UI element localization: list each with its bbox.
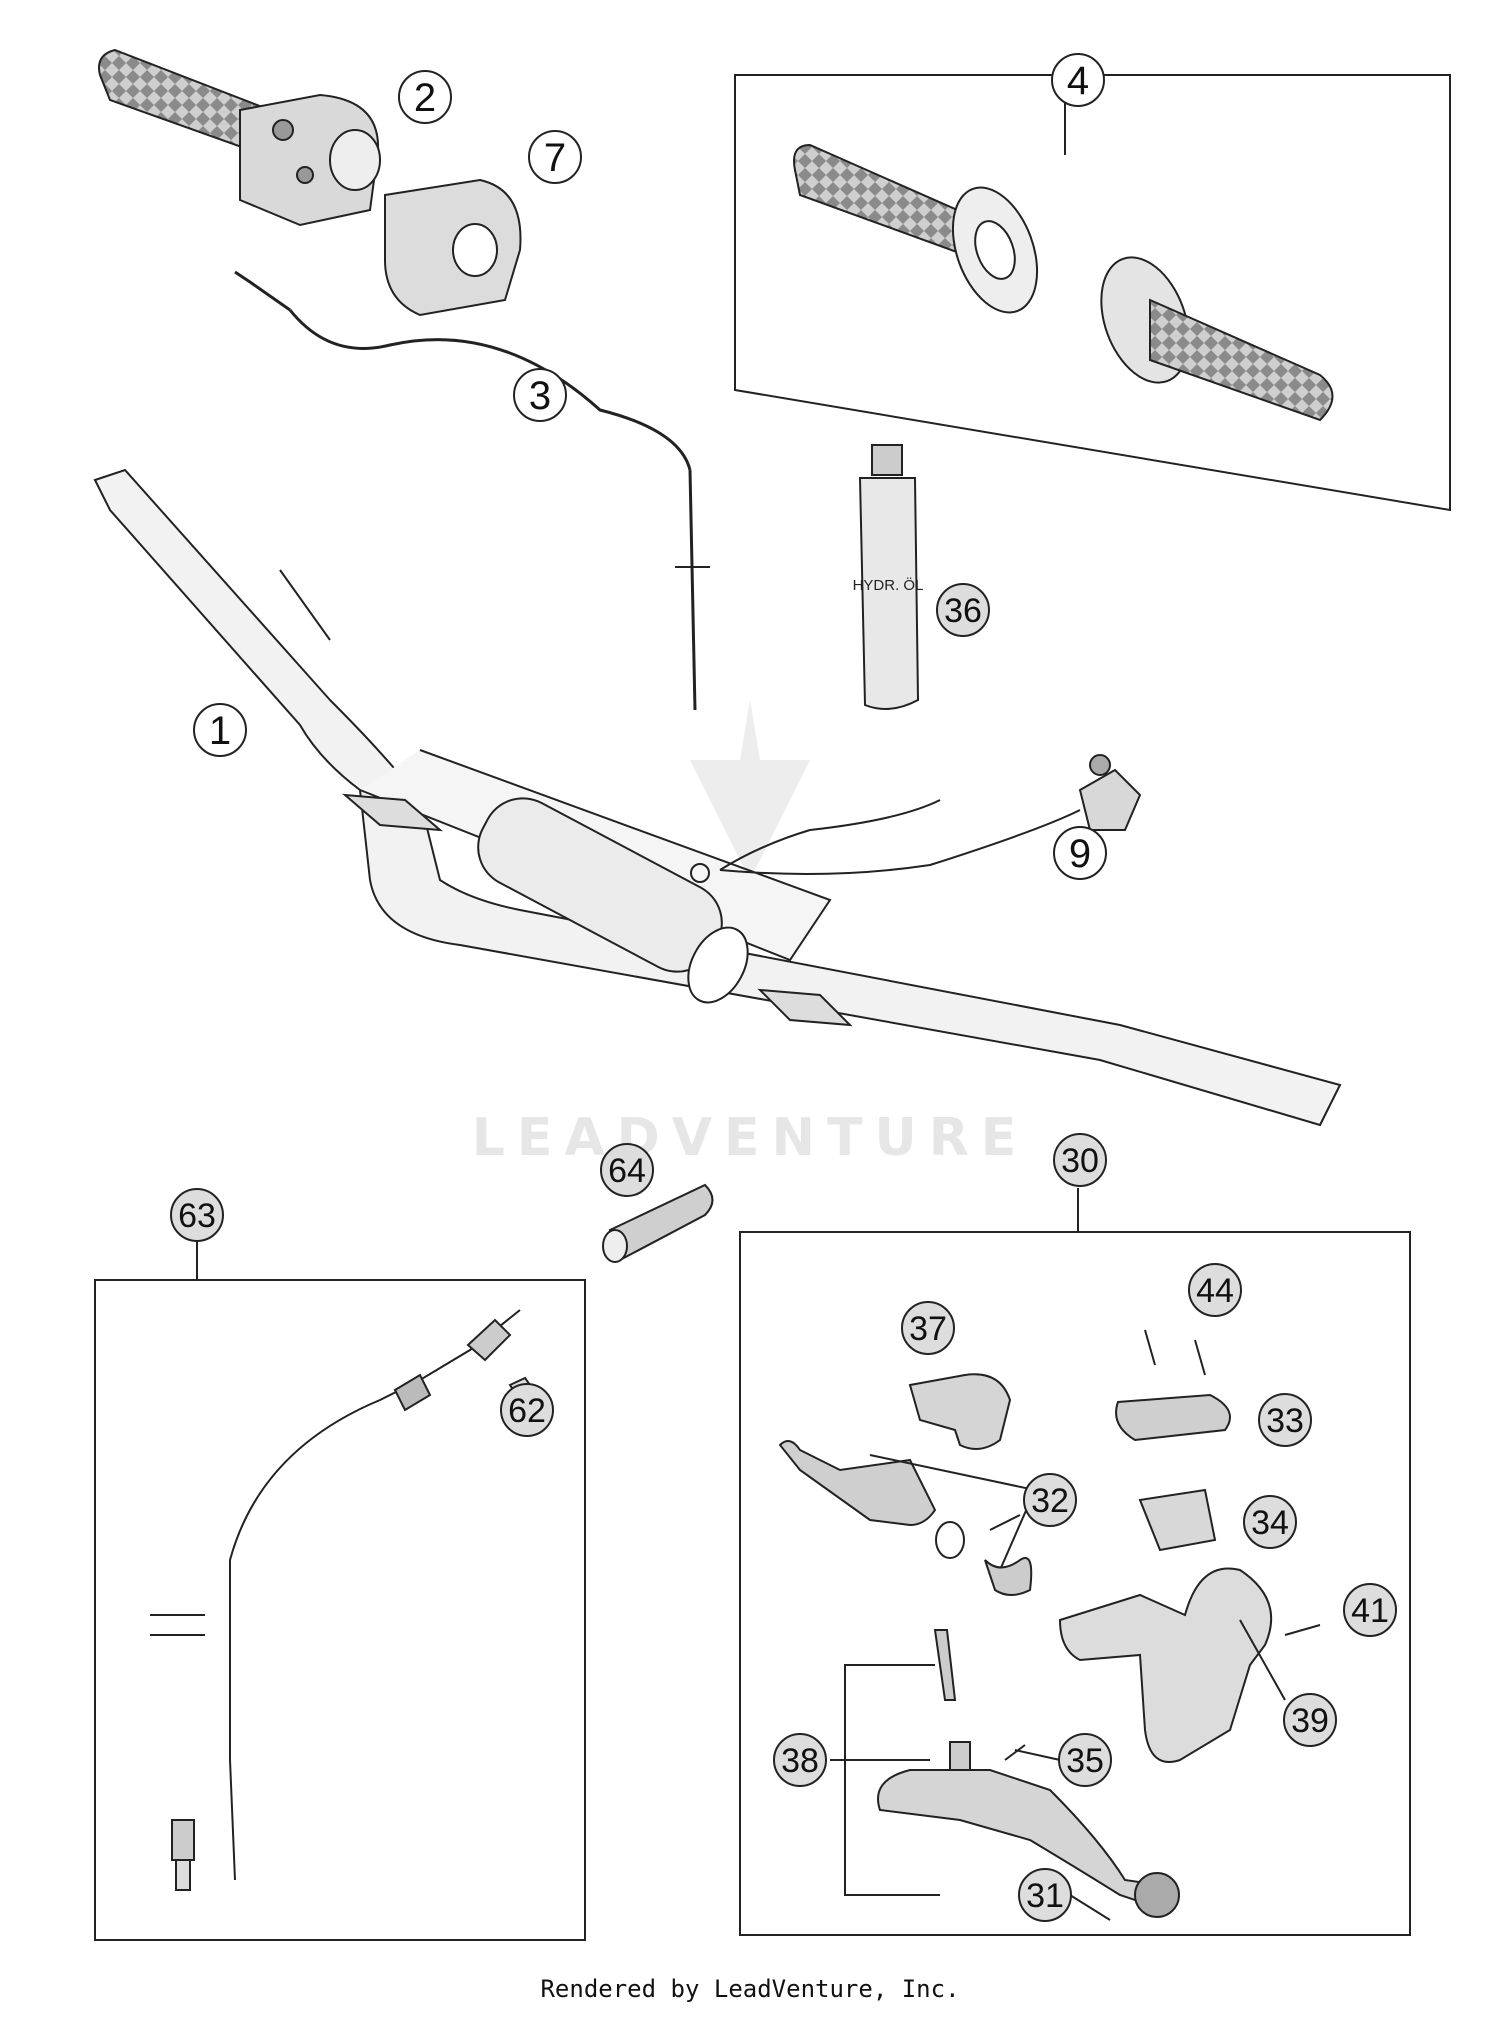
callout-41: 41: [1343, 1583, 1397, 1637]
callout-3: 3: [513, 368, 567, 422]
svg-text:62: 62: [508, 1392, 546, 1430]
svg-text:39: 39: [1291, 1702, 1329, 1740]
callout-63: 63: [170, 1188, 224, 1242]
svg-text:1: 1: [209, 709, 231, 753]
svg-text:32: 32: [1031, 1482, 1069, 1520]
callout-44: 44: [1188, 1263, 1242, 1317]
callout-33: 33: [1258, 1393, 1312, 1447]
svg-text:7: 7: [544, 136, 566, 180]
clutch-line-box: [94, 1240, 586, 1941]
svg-text:31: 31: [1026, 1877, 1064, 1915]
throttle-cable-part: [234, 270, 710, 711]
callout-62: 62: [500, 1383, 554, 1437]
grip-set-box: [734, 74, 1451, 512]
hydraulic-oil-bottle-part: HYDR. ÖL: [853, 444, 924, 710]
callout-2: 2: [398, 70, 452, 124]
svg-text:4: 4: [1067, 59, 1089, 103]
throttle-grip-part: [98, 48, 381, 227]
callout-4: 4: [1051, 53, 1105, 107]
svg-text:37: 37: [909, 1310, 947, 1348]
svg-text:38: 38: [781, 1742, 819, 1780]
watermark-logo: LEADVENTURE: [472, 700, 1029, 1168]
callout-35: 35: [1058, 1733, 1112, 1787]
callout-37: 37: [901, 1301, 955, 1355]
render-credit: Rendered by LeadVenture, Inc.: [540, 1975, 960, 2003]
master-cylinder-box: [739, 1188, 1411, 1936]
svg-text:3: 3: [529, 374, 551, 418]
svg-text:9: 9: [1069, 832, 1091, 876]
callout-39: 39: [1283, 1693, 1337, 1747]
svg-text:44: 44: [1196, 1272, 1234, 1310]
svg-text:33: 33: [1266, 1402, 1304, 1440]
callout-1: 1: [193, 703, 247, 757]
callout-9: 9: [1053, 826, 1107, 880]
svg-text:35: 35: [1066, 1742, 1104, 1780]
watermark-text: LEADVENTURE: [472, 1108, 1029, 1168]
callout-38: 38: [773, 1733, 827, 1787]
kill-switch-part: [690, 754, 1142, 883]
callout-7: 7: [528, 130, 582, 184]
callout-34: 34: [1243, 1495, 1297, 1549]
handlebar-part: [93, 468, 1342, 1127]
svg-text:30: 30: [1061, 1142, 1099, 1180]
svg-text:34: 34: [1251, 1504, 1289, 1542]
svg-text:63: 63: [178, 1197, 216, 1235]
callout-64: 64: [600, 1143, 654, 1197]
rubber-cap-part: [602, 1183, 714, 1263]
callout-32: 32: [1023, 1473, 1077, 1527]
leader-lines: [279, 569, 1286, 1921]
callout-31: 31: [1018, 1868, 1072, 1922]
callout-36: 36: [936, 583, 990, 637]
oil-bottle-label: HYDR. ÖL: [853, 576, 924, 594]
svg-text:2: 2: [414, 76, 436, 120]
throttle-cover-part: [384, 178, 522, 317]
svg-text:36: 36: [944, 592, 982, 630]
callout-30: 30: [1053, 1133, 1107, 1187]
svg-text:64: 64: [608, 1152, 646, 1190]
svg-text:41: 41: [1351, 1592, 1389, 1630]
